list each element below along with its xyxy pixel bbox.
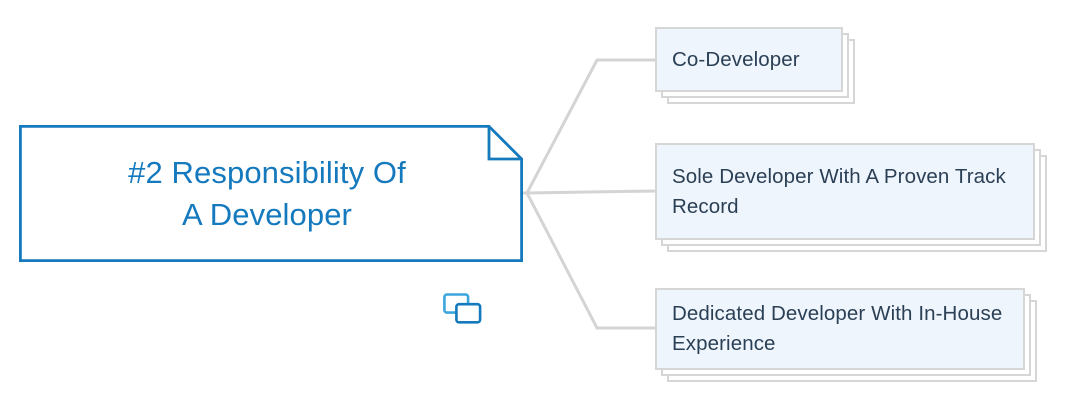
card-face xyxy=(655,143,1035,240)
card-label: Co-Developer xyxy=(672,47,800,71)
card-face xyxy=(655,288,1025,370)
child-card[interactable]: Co-Developer xyxy=(655,27,855,104)
connector-to-child-2 xyxy=(521,191,657,330)
card-label: Sole Developer With A Proven Track Recor… xyxy=(672,164,1006,218)
child-card[interactable]: Dedicated Developer With In-House Experi… xyxy=(655,288,1037,382)
connector-to-child-1 xyxy=(521,189,657,195)
parent-node[interactable]: #2 Responsibility Of A Developer xyxy=(19,125,523,324)
parent-node-shape xyxy=(19,125,523,262)
connector-to-child-0 xyxy=(521,58,657,195)
card-label: Dedicated Developer With In-House Experi… xyxy=(672,302,1003,355)
child-card[interactable]: Sole Developer With A Proven Track Recor… xyxy=(655,143,1047,252)
duplicate-icon[interactable] xyxy=(443,291,483,327)
parent-node-title: #2 Responsibility Of A Developer xyxy=(128,154,406,232)
card-face xyxy=(655,27,843,92)
